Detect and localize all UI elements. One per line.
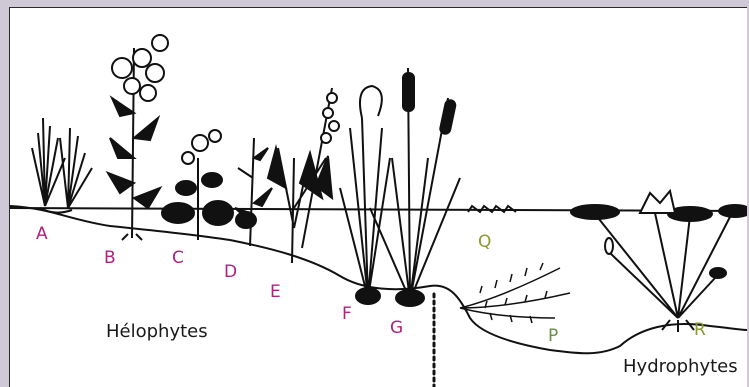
plant-c-broadleaf bbox=[162, 130, 233, 240]
label-e: E bbox=[270, 284, 281, 301]
plant-d-leafy bbox=[235, 138, 272, 246]
plant-a-rush bbox=[32, 118, 92, 213]
label-r: R bbox=[694, 322, 706, 339]
label-g: G bbox=[390, 320, 403, 337]
label-a: A bbox=[36, 226, 48, 243]
label-b: B bbox=[104, 250, 116, 267]
group-label-hydrophytes: Hydrophytes bbox=[623, 358, 738, 376]
diagram-frame: A B C D E F G Q P R Hélophytes Hydrophyt… bbox=[9, 7, 747, 387]
label-c: C bbox=[172, 250, 184, 267]
group-label-helophytes: Hélophytes bbox=[106, 323, 208, 341]
label-f: F bbox=[342, 306, 352, 323]
label-d: D bbox=[224, 264, 237, 281]
plant-r-waterlily bbox=[571, 191, 747, 332]
plant-e-arrowleaf bbox=[268, 88, 339, 263]
label-p: P bbox=[548, 328, 558, 345]
plant-f-iris bbox=[340, 86, 390, 304]
water-surface-line bbox=[10, 208, 747, 211]
plant-g-cattail bbox=[370, 68, 460, 306]
label-q: Q bbox=[478, 234, 491, 251]
plant-p-submerged bbox=[460, 263, 570, 323]
